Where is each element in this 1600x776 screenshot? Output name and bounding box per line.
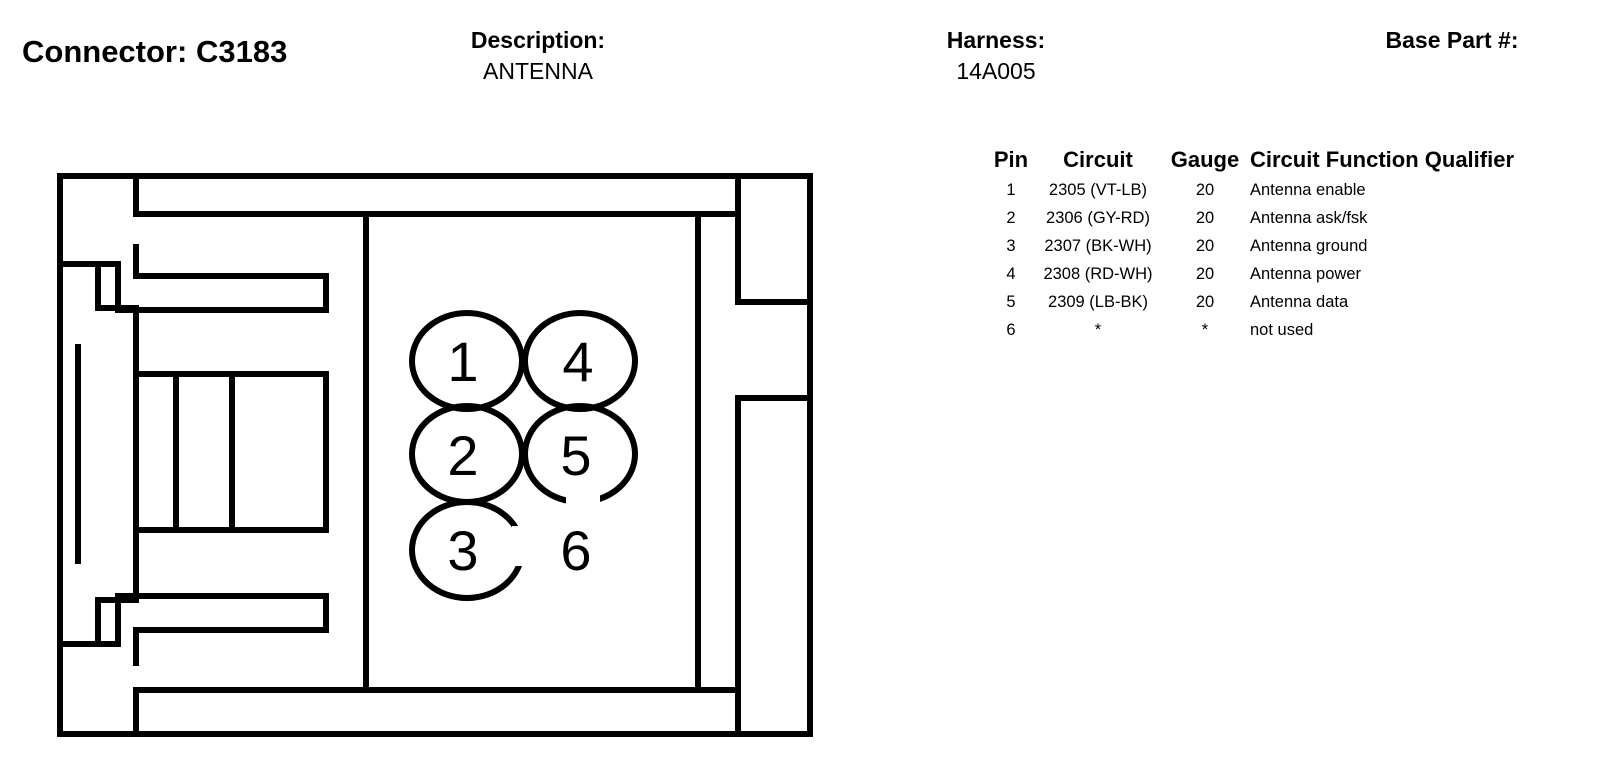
cell-function: Antenna ground	[1250, 237, 1368, 255]
cell-gauge: 20	[1195, 209, 1215, 227]
cell-pin: 2	[1006, 209, 1016, 227]
top-rail	[133, 176, 738, 217]
connector-id: C3183	[195, 34, 288, 69]
connector-label: Connector:	[22, 34, 188, 69]
header-function: Circuit Function Qualifier	[1250, 147, 1515, 172]
cell-pin: 5	[1006, 293, 1016, 311]
cell-pin: 4	[1006, 265, 1016, 283]
right-slot-bottom	[735, 395, 810, 734]
pin-label-5: 5	[560, 424, 591, 487]
cell-gauge: 20	[1195, 237, 1215, 255]
pin-label-2: 2	[447, 424, 478, 487]
cell-gauge: 20	[1195, 293, 1215, 311]
cell-pin: 1	[1006, 181, 1016, 199]
base-part-block: Base Part #:	[1352, 26, 1552, 54]
bottom-rail	[133, 687, 738, 734]
gap-mask-3	[512, 526, 528, 566]
cell-function: not used	[1250, 321, 1314, 339]
cell-circuit: 2307 (BK-WH)	[1044, 237, 1152, 255]
cell-gauge: 20	[1195, 265, 1215, 283]
table-row: 5 2309 (LB-BK) 20 Antenna data	[988, 288, 1514, 316]
pin-table-header-row: Pin Circuit Gauge Circuit Function Quali…	[988, 144, 1514, 176]
cell-circuit: 2308 (RD-WH)	[1043, 265, 1153, 283]
table-row: 2 2306 (GY-RD) 20 Antenna ask/fsk	[988, 204, 1514, 232]
table-row: 6 * * not used	[988, 316, 1514, 344]
cell-pin: 6	[1006, 321, 1016, 339]
base-part-label: Base Part #:	[1385, 27, 1519, 53]
pin-label-6: 6	[560, 519, 591, 582]
cell-function: Antenna ask/fsk	[1250, 209, 1368, 227]
pin-label-1: 1	[447, 330, 478, 393]
cell-gauge: 20	[1195, 181, 1215, 199]
pin-table: Pin Circuit Gauge Circuit Function Quali…	[988, 144, 1514, 344]
description-label: Description:	[470, 27, 606, 53]
cell-circuit: 2305 (VT-LB)	[1048, 181, 1148, 199]
cell-pin: 3	[1006, 237, 1016, 255]
table-row: 4 2308 (RD-WH) 20 Antenna power	[988, 260, 1514, 288]
cell-function: Antenna data	[1250, 293, 1349, 311]
cell-gauge: *	[1201, 321, 1209, 339]
header-circuit: Circuit	[1063, 147, 1133, 172]
harness-value: 14A005	[956, 58, 1036, 84]
table-row: 3 2307 (BK-WH) 20 Antenna ground	[988, 232, 1514, 260]
cell-function: Antenna enable	[1250, 181, 1366, 199]
pin-label-3: 3	[447, 519, 478, 582]
description-value: ANTENNA	[483, 58, 593, 84]
cell-circuit: 2309 (LB-BK)	[1048, 293, 1148, 311]
gap-mask-5	[566, 492, 600, 508]
lower-latch-arm	[60, 593, 329, 666]
housing-outline	[57, 173, 813, 737]
cell-function: Antenna power	[1250, 265, 1361, 283]
connector-title: Connector: C3183	[22, 34, 287, 70]
harness-block: Harness: 14A005	[896, 26, 1096, 88]
header-pin: Pin	[993, 147, 1029, 172]
pin-label-4: 4	[562, 330, 593, 393]
right-slot-top	[735, 176, 810, 305]
header-gauge: Gauge	[1170, 147, 1240, 172]
harness-label: Harness:	[946, 27, 1046, 53]
description-block: Description: ANTENNA	[438, 26, 638, 88]
table-row: 1 2305 (VT-LB) 20 Antenna enable	[988, 176, 1514, 204]
cell-circuit: 2306 (GY-RD)	[1046, 209, 1150, 227]
cell-circuit: *	[1094, 321, 1102, 339]
upper-latch-arm	[60, 244, 329, 313]
left-tab	[60, 261, 139, 644]
